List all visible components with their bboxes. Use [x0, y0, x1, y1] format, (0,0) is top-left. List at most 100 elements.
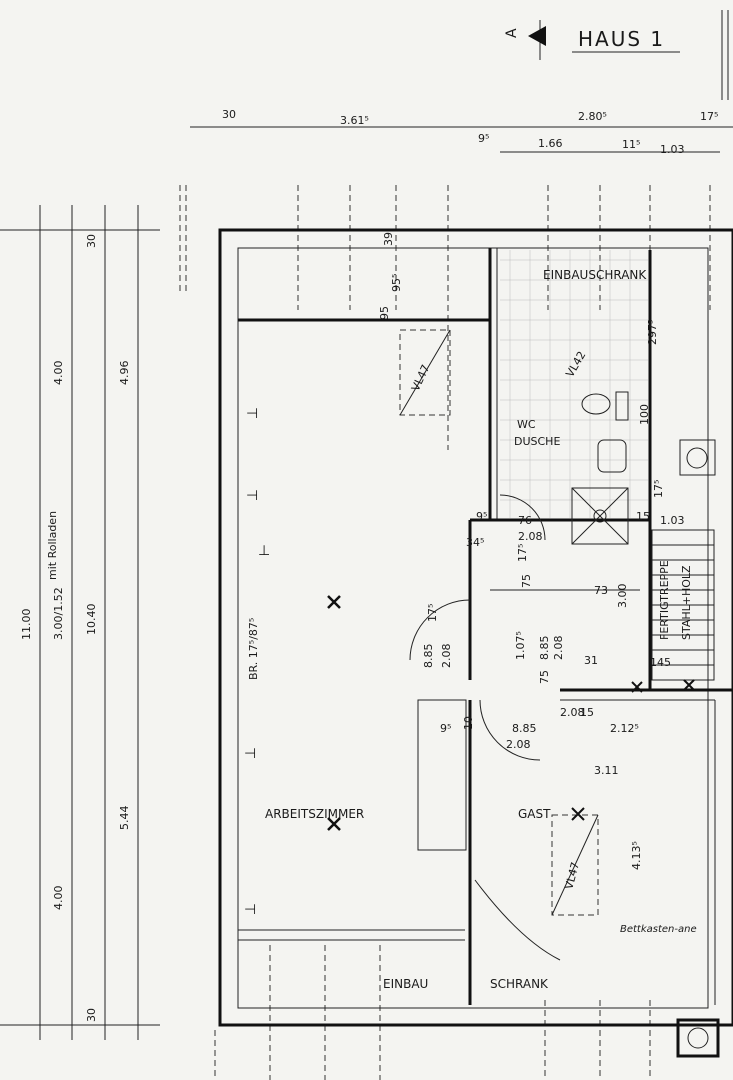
- stairs: [474, 529, 715, 961]
- dim-top-5: 11⁵: [622, 138, 640, 151]
- outlet-icon: ⊣: [244, 902, 256, 918]
- dim-top-0: 30: [222, 108, 236, 121]
- skylight-top-icon: [399, 329, 451, 416]
- dim-int-0: 39: [382, 232, 395, 246]
- dim-int-19: 1.07⁵: [514, 631, 527, 660]
- dim-int-14: 73: [594, 584, 608, 597]
- dim-left-1: 3.00/1.52: [52, 587, 65, 640]
- dim-int-32: 4.13⁵: [630, 841, 643, 870]
- left-dimensions: 11.00 3.00/1.52 10.40 4.00 4.96 5.44 4.0…: [0, 205, 160, 1040]
- dim-left-4: 4.96: [118, 361, 131, 386]
- dim-int-22: 31: [584, 654, 598, 667]
- dim-int-27: 10: [462, 716, 475, 730]
- dim-int-28: 8.85: [512, 722, 537, 735]
- dim-int-18: 2.08: [440, 644, 453, 669]
- dim-left-5: 5.44: [118, 806, 131, 831]
- dim-int-17: 8.85: [422, 644, 435, 669]
- outlet-icon: ⊣: [246, 488, 258, 504]
- shower-tray-icon: [571, 487, 629, 545]
- room-label-br: BR. 17⁵/87⁵: [247, 618, 260, 680]
- dim-int-15: 3.00: [616, 584, 629, 609]
- door-arc-guest: [479, 699, 541, 761]
- tile-grid: [500, 250, 648, 518]
- dim-int-31: 3.11: [594, 764, 619, 777]
- dim-int-6: 1.03: [660, 514, 685, 527]
- dim-int-12: 75: [520, 574, 533, 588]
- room-label-dusche: DUSCHE: [514, 435, 560, 448]
- room-labels: EINBAUSCHRANK WC DUSCHE ARBEITSZIMMER GA…: [247, 268, 693, 991]
- dim-top-3: 2.80⁵: [578, 110, 607, 123]
- interior-dimensions: 39 95⁵ 95 297⁵ 100 17⁵ 1.03 9⁵ 76 2.08 3…: [378, 232, 685, 870]
- door-arc-office: [409, 599, 471, 661]
- north-arrow-icon: [528, 26, 546, 46]
- ceiling-light-icon: [327, 595, 341, 609]
- room-label-einbauschrank: EINBAUSCHRANK: [543, 268, 647, 282]
- dim-int-29: 2.08: [506, 738, 531, 751]
- top-dimensions: 30 3.61⁵ 9⁵ 2.80⁵ 1.66 11⁵ 1.03 17⁵: [190, 108, 733, 156]
- ceiling-light-icon: [683, 679, 695, 691]
- bettkasten-note: Bettkasten-ane: [620, 924, 697, 935]
- dim-int-1: 95⁵: [390, 274, 403, 292]
- room-label-arbeitszimmer: ARBEITSZIMMER: [265, 807, 364, 821]
- dim-int-23: 145: [650, 656, 671, 669]
- dim-int-24: 75: [538, 670, 551, 684]
- rolladen-note: mit Rolladen: [46, 511, 59, 580]
- symbols: ⊣ ⊣ ⊥ ⊣ ⊣: [244, 406, 695, 918]
- north-marker: A: [504, 28, 520, 38]
- dim-top-2: 9⁵: [478, 132, 489, 145]
- ceiling-light-icon: [631, 681, 643, 693]
- dim-int-3: 297⁵: [646, 320, 659, 345]
- dim-int-5: 17⁵: [652, 480, 665, 498]
- dim-int-8: 76: [518, 514, 532, 527]
- outlet-icon: ⊥: [258, 543, 270, 559]
- dim-int-30: 2.12⁵: [610, 722, 639, 735]
- dim-int-26: 9⁵: [440, 722, 451, 735]
- dim-int-4: 100: [638, 404, 651, 425]
- room-label-einbau: EINBAU: [383, 977, 428, 991]
- fixtures: [399, 329, 720, 1058]
- dim-left-2: 10.40: [85, 604, 98, 636]
- dim-int-7: 9⁵: [476, 510, 487, 523]
- ceiling-light-icon: [571, 807, 585, 821]
- dim-left-0: 11.00: [20, 609, 33, 641]
- outlet-icon: ⊣: [244, 746, 256, 762]
- room-label-fertigtreppe: FERTIGTREPPE: [658, 560, 671, 640]
- dim-top-6: 1.03: [660, 143, 685, 156]
- dim-top-4: 1.66: [538, 137, 563, 150]
- page-title: HAUS 1: [578, 27, 665, 51]
- washbasin-icon: [597, 439, 627, 473]
- interior-walls: [238, 248, 733, 1005]
- dim-int-16: 17⁵: [426, 604, 439, 622]
- dim-left-8: 30: [85, 1008, 98, 1022]
- dim-top-1: 3.61⁵: [340, 114, 369, 127]
- dim-int-2: 95: [378, 306, 391, 320]
- room-label-stahl-holz: STAHL+HOLZ: [680, 565, 693, 640]
- dim-int-33: 15: [580, 706, 594, 719]
- dim-int-25: 2.08: [560, 706, 585, 719]
- door-arc-bath: [499, 494, 546, 541]
- door-swings: [409, 494, 546, 761]
- dim-int-13: 17⁵: [516, 544, 529, 562]
- room-label-schrank: SCHRANK: [490, 977, 549, 991]
- room-label-gast: GAST: [518, 807, 551, 821]
- dim-left-6: 4.00: [52, 886, 65, 911]
- chimney-icon: [679, 439, 716, 476]
- ceiling-light-icon: [327, 817, 341, 831]
- dim-int-21: 2.08: [552, 636, 565, 661]
- dim-int-11: 15: [636, 510, 650, 523]
- title-block: A HAUS 1: [504, 10, 729, 100]
- dim-int-10: 34⁵: [466, 536, 484, 549]
- dim-int-20: 8.85: [538, 636, 551, 661]
- outlet-icon: ⊣: [246, 406, 258, 422]
- dim-top-7: 17⁵: [700, 110, 718, 123]
- room-label-wc: WC: [517, 418, 536, 431]
- dim-left-3: 4.00: [52, 361, 65, 386]
- toilet-icon: [581, 393, 611, 415]
- dim-int-9: 2.08: [518, 530, 543, 543]
- outer-walls: [218, 228, 733, 1027]
- dim-left-7: 30: [85, 234, 98, 248]
- skylight-bottom-icon: [551, 814, 599, 916]
- chimney-lower-icon: [676, 1018, 720, 1058]
